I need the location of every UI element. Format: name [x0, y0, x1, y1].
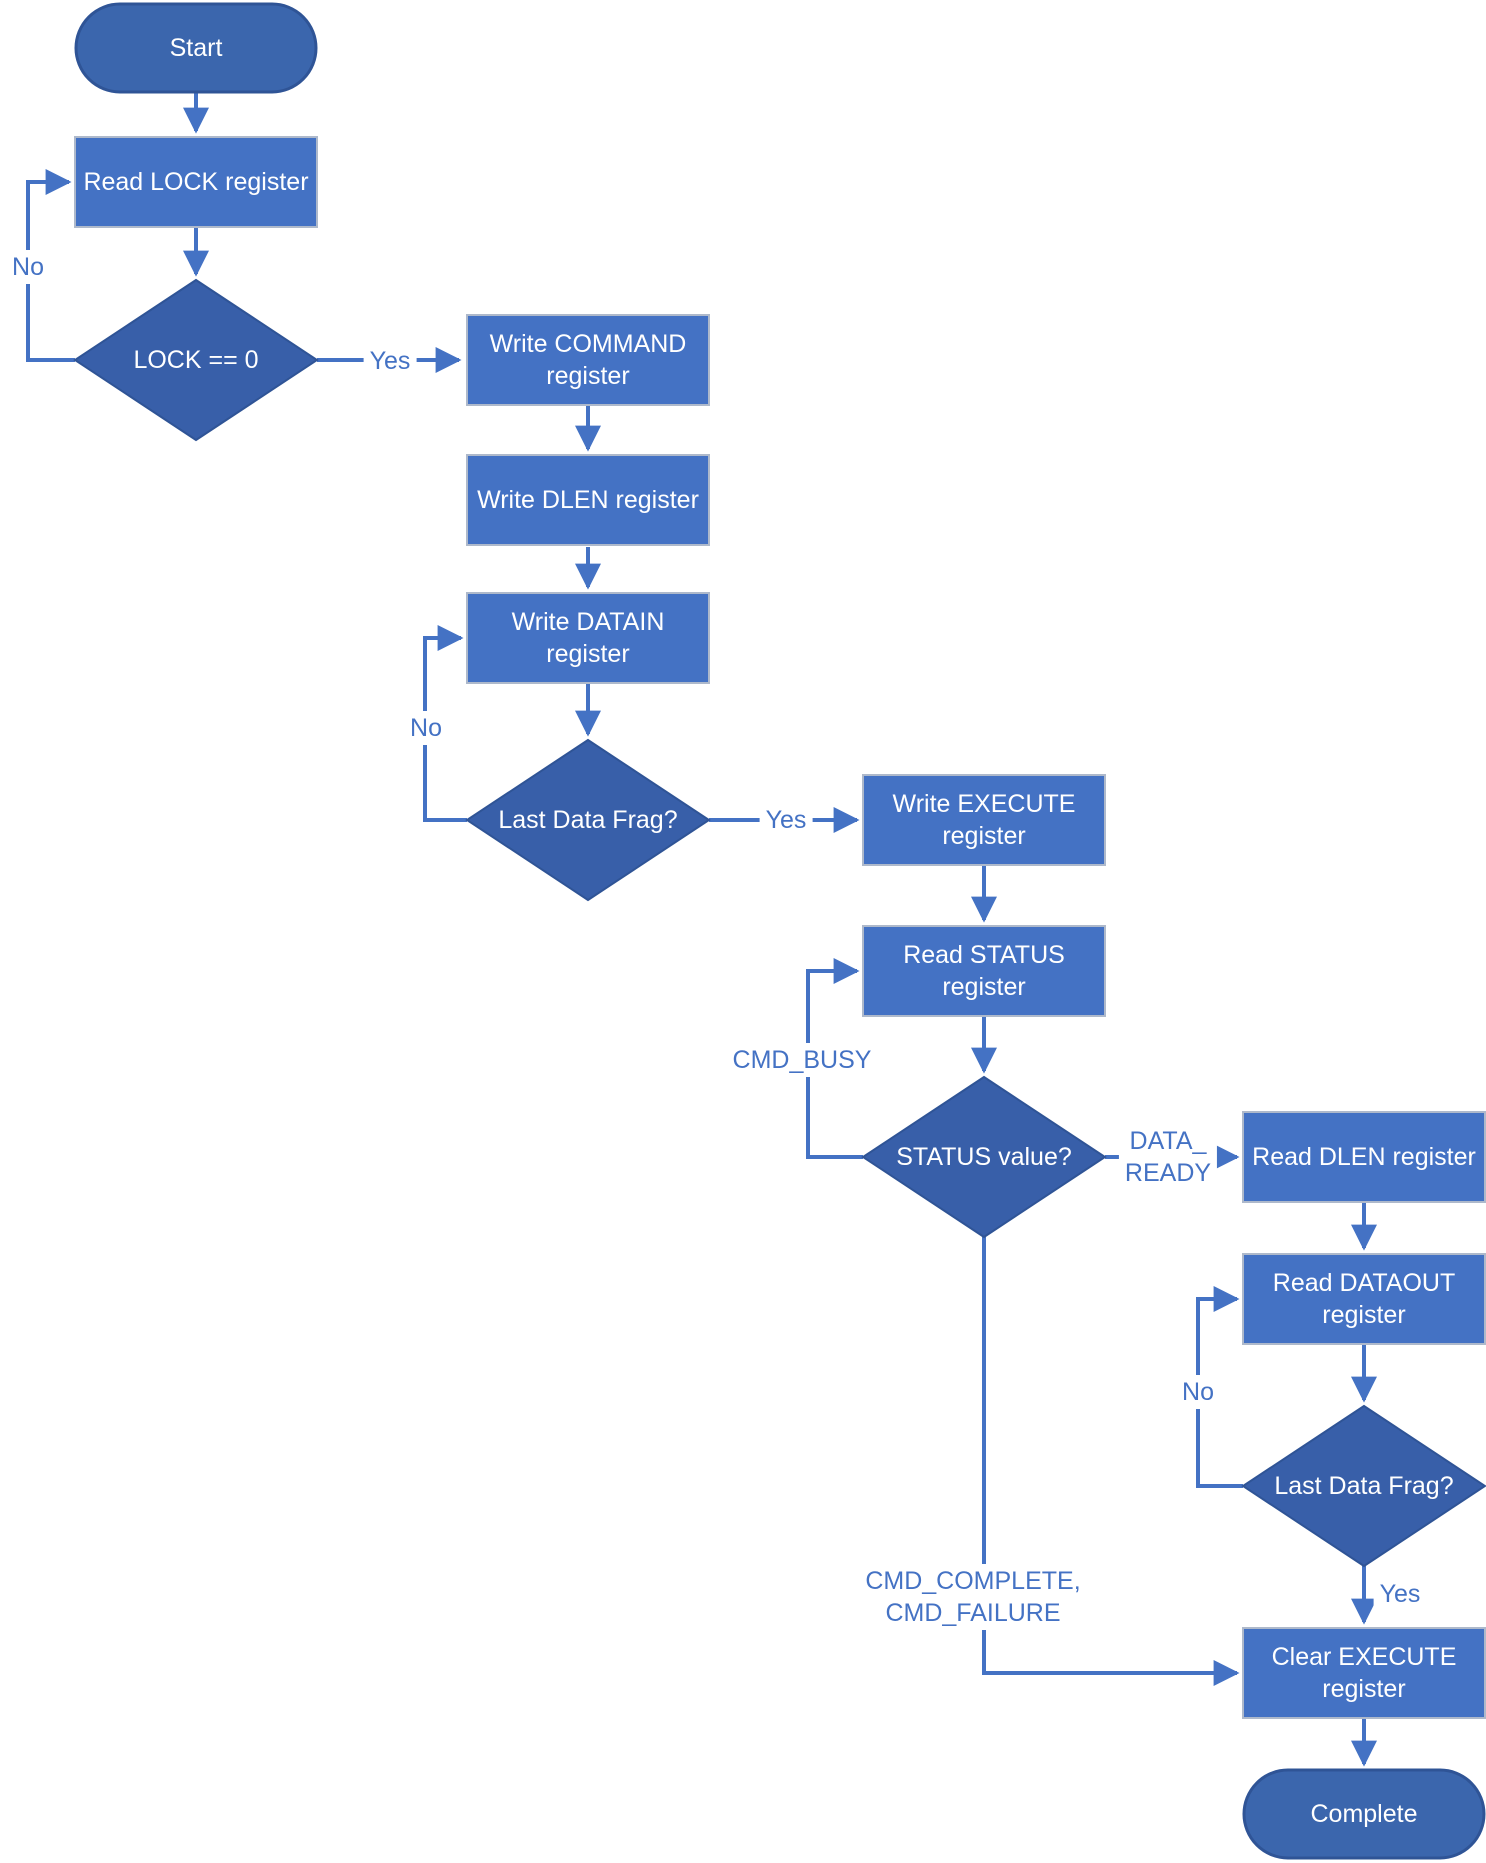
status-check-diamond-shape — [861, 1075, 1107, 1239]
edge-label-lock-no: No — [6, 250, 50, 284]
write-dlen-shape — [466, 454, 710, 546]
edge-label-data-ready: DATA_ READY — [1118, 1124, 1218, 1190]
edge-label-frag-out-no: No — [1176, 1375, 1220, 1409]
lock-check-diamond-shape — [73, 278, 319, 442]
read-dataout-shape — [1242, 1253, 1486, 1345]
last-frag-out-diamond-shape — [1241, 1404, 1486, 1568]
edge-label-frag-in-no: No — [404, 711, 448, 745]
write-command-shape — [466, 314, 710, 406]
edge-label-cmd-busy: CMD_BUSY — [726, 1043, 878, 1077]
edge-label-frag-in-yes: Yes — [759, 803, 813, 837]
edge-label-lock-yes: Yes — [363, 344, 417, 378]
edge-status-check-done — [982, 1237, 1240, 1686]
complete-terminator-shape — [1242, 1768, 1486, 1860]
edge-label-frag-out-yes: Yes — [1373, 1577, 1427, 1611]
clear-execute-shape — [1242, 1627, 1486, 1719]
last-frag-in-diamond-shape — [465, 738, 711, 902]
start-terminator-shape — [74, 2, 318, 94]
write-execute-shape — [862, 774, 1106, 866]
read-dlen-shape — [1242, 1111, 1486, 1203]
read-lock-shape — [74, 136, 318, 228]
write-datain-shape — [466, 592, 710, 684]
shapes — [73, 2, 1486, 1860]
read-status-shape — [862, 925, 1106, 1017]
edge-label-cmd-complete-failure: CMD_COMPLETE, CMD_FAILURE — [859, 1564, 1087, 1630]
